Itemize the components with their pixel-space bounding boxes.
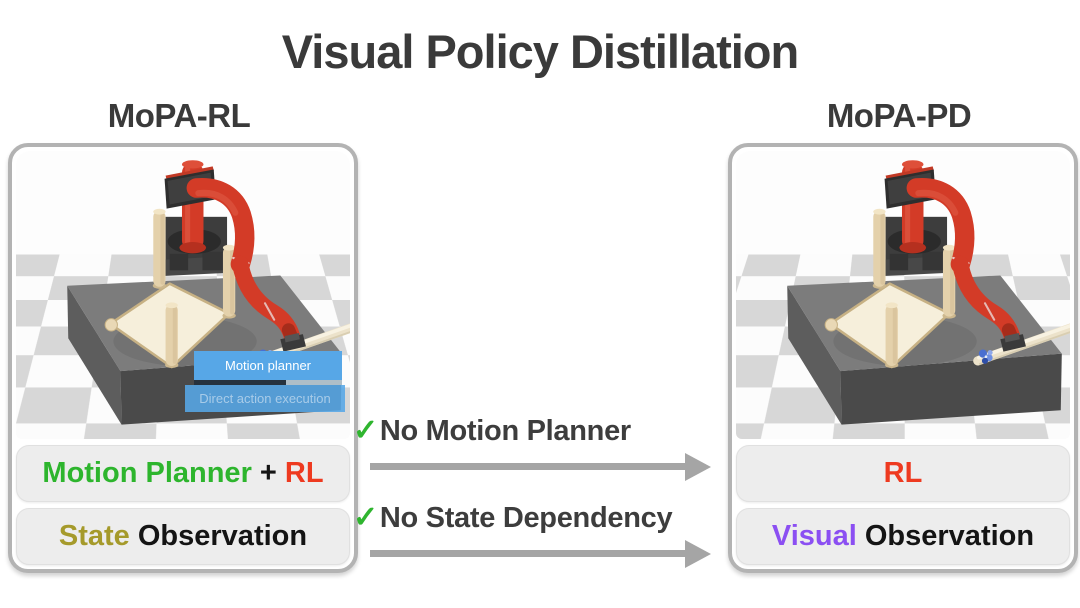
arrow-shaft bbox=[370, 549, 687, 557]
motion-planner-text: Motion Planner bbox=[42, 457, 252, 489]
motion-planner-overlay-label: Motion planner bbox=[194, 351, 342, 380]
observation-text: Observation bbox=[129, 520, 308, 552]
visual-text: Visual bbox=[771, 520, 857, 552]
overlay-progress-rest bbox=[285, 380, 342, 385]
plus-text: + bbox=[251, 457, 285, 489]
mopa-rl-simulation-view: Motion planner Direct action execution bbox=[16, 151, 350, 439]
skill-selection-overlay: Motion planner Direct action execution bbox=[185, 351, 345, 412]
robot-simulation-illustration bbox=[736, 151, 1070, 439]
column-heading-mopa-rl: MoPA-RL bbox=[107, 97, 251, 134]
check-icon: ✓ bbox=[353, 500, 378, 534]
distillation-annotations: ✓No Motion Planner ✓No State Dependency bbox=[353, 414, 727, 588]
no-motion-planner-row: ✓No Motion Planner bbox=[353, 414, 727, 448]
mopa-pd-observation-label: Visual Observation bbox=[736, 508, 1070, 565]
mopa-rl-observation-label: State Observation bbox=[16, 508, 350, 565]
mopa-pd-policy-label: RL bbox=[736, 445, 1070, 502]
column-heading-mopa-pd: MoPA-PD bbox=[826, 97, 972, 134]
mopa-pd-panel: RL Visual Observation bbox=[728, 143, 1078, 573]
right-arrow-icon bbox=[370, 452, 711, 481]
rl-text: RL bbox=[883, 457, 923, 489]
observation-text: Observation bbox=[856, 520, 1035, 552]
no-state-dependency-text: No State Dependency bbox=[379, 501, 673, 534]
state-text: State bbox=[58, 520, 130, 552]
overlay-progress-bar bbox=[194, 380, 342, 385]
check-icon: ✓ bbox=[353, 414, 378, 447]
mopa-rl-policy-label: Motion Planner + RL bbox=[16, 445, 350, 502]
no-motion-planner-text: No Motion Planner bbox=[379, 415, 631, 447]
figure-title: Visual Policy Distillation bbox=[281, 25, 799, 78]
overlay-progress-fill bbox=[194, 380, 286, 385]
mopa-pd-simulation-view bbox=[736, 151, 1070, 439]
arrow-head bbox=[685, 452, 711, 481]
rl-text: RL bbox=[284, 457, 324, 489]
arrow-head bbox=[685, 539, 711, 568]
mopa-rl-panel: Motion planner Direct action execution M… bbox=[8, 143, 358, 573]
no-state-dependency-row: ✓No State Dependency bbox=[353, 501, 727, 535]
right-arrow-icon bbox=[370, 539, 711, 568]
direct-action-overlay-label: Direct action execution bbox=[185, 385, 345, 412]
arrow-shaft bbox=[370, 462, 687, 470]
